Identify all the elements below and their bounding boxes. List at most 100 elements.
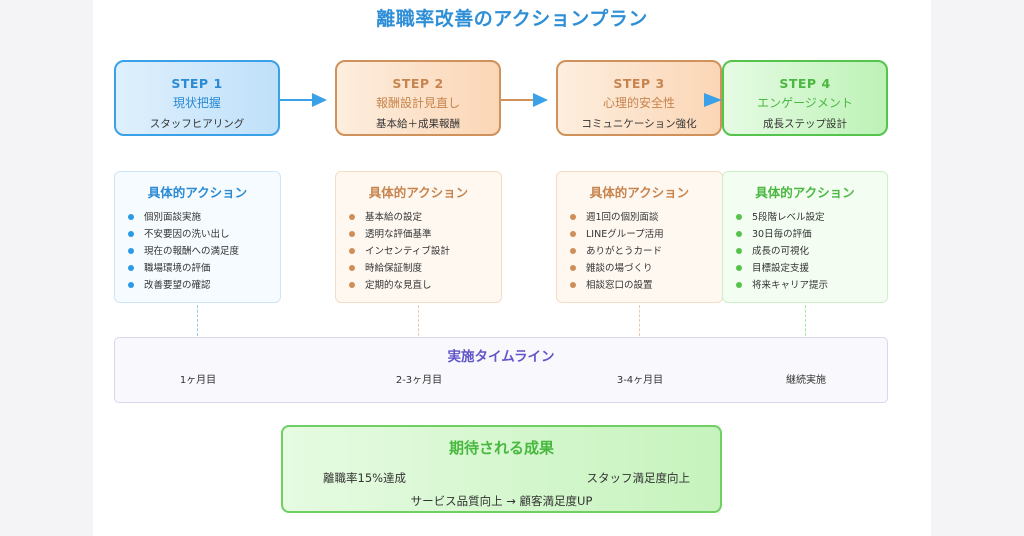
arrow-step1-to-step2-icon [280, 93, 327, 107]
list-item: 改善要望の確認 [128, 277, 280, 294]
list-item-text: 30日毎の評価 [752, 229, 812, 240]
bullet-dot-icon [736, 214, 742, 220]
list-item-text: 将来キャリア提示 [752, 280, 829, 291]
list-item-text: 成長の可視化 [752, 246, 810, 257]
list-item: 個別面談実施 [128, 209, 280, 226]
step-3-name: 心理的安全性 [602, 96, 675, 110]
bullet-dot-icon [570, 214, 576, 220]
timeline-label-1: 1ヶ月目 [179, 375, 217, 386]
step-3-number: STEP 3 [613, 76, 665, 91]
step-2-subtitle: 基本給＋成果報酬 [376, 118, 460, 130]
result-item: 離職率15%達成 [323, 471, 407, 485]
list-item-text: 目標設定支援 [752, 263, 810, 274]
result-item: サービス品質向上 → 顧客満足度UP [410, 494, 593, 508]
list-item: インセンティブ設計 [349, 243, 501, 260]
timeline-title: 実施タイムライン [447, 349, 555, 365]
arrow-step3-to-step4-icon [704, 93, 722, 107]
list-item: LINEグループ活用 [570, 226, 722, 243]
action-card-3: 具体的アクション 週1回の個別面談 LINEグループ活用 ありがとうカード 雑談… [556, 171, 723, 303]
list-item-text: ありがとうカード [586, 246, 663, 257]
list-item: 目標設定支援 [736, 260, 887, 277]
list-item-text: 時給保証制度 [365, 263, 423, 274]
step-3-box: STEP 3 心理的安全性 コミュニケーション強化 [556, 60, 722, 136]
bullet-dot-icon [570, 248, 576, 254]
list-item-text: 不安要因の洗い出し [144, 229, 230, 240]
list-item: 将来キャリア提示 [736, 277, 887, 294]
bullet-dot-icon [128, 231, 134, 237]
results-title: 期待される成果 [448, 439, 554, 457]
step-4-number: STEP 4 [779, 76, 831, 91]
list-item-text: 基本給の設定 [365, 212, 423, 223]
list-item: 雑談の場づくり [570, 260, 722, 277]
action-card-4: 具体的アクション 5段階レベル設定 30日毎の評価 成長の可視化 目標設定支援 … [722, 171, 888, 303]
step-4-name: エンゲージメント [757, 96, 853, 110]
list-item-text: LINEグループ活用 [586, 229, 664, 240]
list-item: 相談窓口の設置 [570, 277, 722, 294]
result-item: スタッフ満足度向上 [586, 471, 691, 485]
list-item-text: 改善要望の確認 [144, 280, 211, 291]
step-1-number: STEP 1 [171, 76, 223, 91]
bullet-dot-icon [128, 248, 134, 254]
bullet-dot-icon [570, 265, 576, 271]
action-card-1: 具体的アクション 個別面談実施 不安要因の洗い出し 現在の報酬への満足度 職場環… [114, 171, 281, 303]
bullet-dot-icon [736, 248, 742, 254]
list-item-text: 雑談の場づくり [586, 263, 653, 274]
list-item: ありがとうカード [570, 243, 722, 260]
bullet-dot-icon [736, 282, 742, 288]
list-item: 週1回の個別面談 [570, 209, 722, 226]
connector-line [197, 305, 198, 336]
list-item: 定期的な見直し [349, 277, 501, 294]
connector-line [805, 305, 806, 336]
list-item-text: 週1回の個別面談 [586, 212, 659, 223]
action-card-2-heading: 具体的アクション [368, 185, 469, 200]
step-2-box: STEP 2 報酬設計見直し 基本給＋成果報酬 [335, 60, 501, 136]
list-item-text: 個別面談実施 [144, 212, 202, 223]
bullet-dot-icon [128, 265, 134, 271]
page-title: 離職率改善のアクションプラン [376, 8, 648, 30]
action-card-4-heading: 具体的アクション [755, 185, 855, 200]
step-1-name: 現状把握 [172, 96, 221, 110]
list-item-text: 職場環境の評価 [144, 263, 211, 274]
action-card-1-heading: 具体的アクション [147, 185, 248, 200]
list-item: 透明な評価基準 [349, 226, 501, 243]
list-item-text: 5段階レベル設定 [752, 212, 825, 223]
bullet-dot-icon [349, 214, 355, 220]
timeline-label-3: 3-4ヶ月目 [616, 375, 664, 386]
list-item: 成長の可視化 [736, 243, 887, 260]
list-item: 5段階レベル設定 [736, 209, 887, 226]
action-card-2: 具体的アクション 基本給の設定 透明な評価基準 インセンティブ設計 時給保証制度… [335, 171, 502, 303]
list-item-text: 現在の報酬への満足度 [144, 246, 240, 257]
action-card-3-heading: 具体的アクション [589, 185, 690, 200]
bullet-dot-icon [349, 282, 355, 288]
timeline-panel: 実施タイムライン 1ヶ月目 2-3ヶ月目 3-4ヶ月目 継続実施 [114, 337, 888, 403]
list-item: 現在の報酬への満足度 [128, 243, 280, 260]
step-1-subtitle: スタッフヒアリング [149, 118, 245, 130]
step-3-subtitle: コミュニケーション強化 [581, 118, 697, 130]
timeline-label-4: 継続実施 [786, 375, 826, 386]
arrow-step2-to-step3-icon [501, 93, 548, 107]
bullet-dot-icon [736, 231, 742, 237]
list-item-text: 定期的な見直し [365, 280, 432, 291]
step-4-subtitle: 成長ステップ設計 [763, 118, 847, 130]
bullet-dot-icon [128, 282, 134, 288]
connector-line [418, 305, 419, 336]
connector-line [639, 305, 640, 336]
bullet-dot-icon [349, 265, 355, 271]
step-2-number: STEP 2 [392, 76, 444, 91]
list-item-text: 透明な評価基準 [365, 229, 432, 240]
expected-results-box: 期待される成果 離職率15%達成 スタッフ満足度向上 サービス品質向上 → 顧客… [281, 425, 722, 513]
bullet-dot-icon [349, 248, 355, 254]
bullet-dot-icon [349, 231, 355, 237]
list-item: 基本給の設定 [349, 209, 501, 226]
step-2-name: 報酬設計見直し [375, 96, 460, 110]
list-item: 不安要因の洗い出し [128, 226, 280, 243]
list-item: 職場環境の評価 [128, 260, 280, 277]
list-item: 30日毎の評価 [736, 226, 887, 243]
bullet-dot-icon [570, 231, 576, 237]
step-1-box: STEP 1 現状把握 スタッフヒアリング [114, 60, 280, 136]
list-item-text: インセンティブ設計 [365, 246, 450, 257]
list-item-text: 相談窓口の設置 [586, 280, 653, 291]
timeline-label-2: 2-3ヶ月目 [395, 375, 443, 386]
bullet-dot-icon [570, 282, 576, 288]
bullet-dot-icon [128, 214, 134, 220]
